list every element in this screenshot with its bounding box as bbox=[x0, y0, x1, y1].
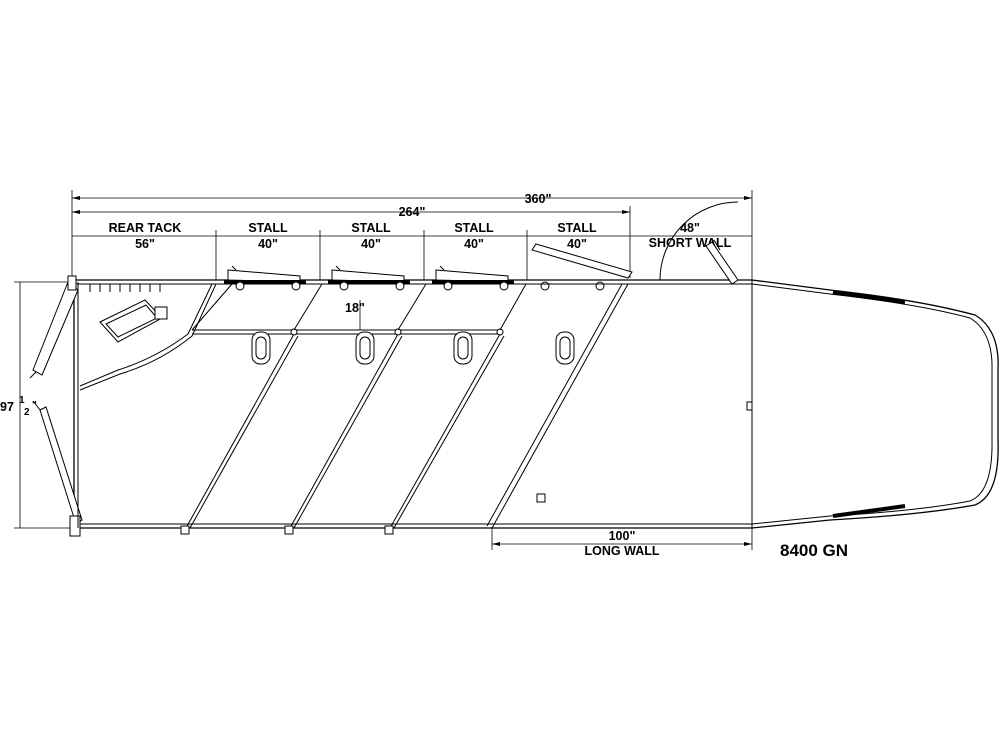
rear-tack-area bbox=[77, 283, 217, 528]
section-size-stall-2: 40" bbox=[361, 237, 381, 251]
section-name-stall-2: STALL bbox=[351, 221, 391, 235]
stall-divider-3 bbox=[384, 283, 505, 535]
long-wall-label: LONG WALL bbox=[585, 544, 660, 558]
stall-window-4 bbox=[555, 331, 575, 365]
stall-window-1 bbox=[251, 331, 271, 365]
divider-gap-label: 18" bbox=[345, 301, 365, 315]
short-wall-size: 48" bbox=[680, 221, 700, 235]
section-size-stall-1: 40" bbox=[258, 237, 278, 251]
overall-dimension: 360" bbox=[71, 190, 753, 280]
stall-divider-1 bbox=[180, 283, 299, 535]
drop-window-1 bbox=[224, 265, 306, 291]
stalls: 18" bbox=[180, 283, 629, 535]
width-fraction-denominator: 2 bbox=[24, 407, 30, 418]
rear-door bbox=[29, 275, 83, 537]
section-size-rear-tack: 56" bbox=[135, 237, 155, 251]
stall-divider-4 bbox=[499, 283, 527, 331]
long-wall-dimension: 100" LONG WALL bbox=[491, 528, 753, 558]
section-name-stall-1: STALL bbox=[248, 221, 288, 235]
drop-window-2 bbox=[328, 265, 410, 291]
width-whole-label: 97 bbox=[0, 400, 14, 414]
section-name-rear-tack: REAR TACK bbox=[109, 221, 182, 235]
stall-window-2 bbox=[355, 331, 375, 365]
section-size-stall-4: 40" bbox=[567, 237, 587, 251]
drop-windows bbox=[224, 243, 633, 291]
section-name-stall-3: STALL bbox=[454, 221, 494, 235]
horse-area-length-label: 264" bbox=[399, 205, 426, 219]
front-slant-wall bbox=[486, 283, 629, 529]
overall-length-label: 360" bbox=[525, 192, 552, 206]
model-label: 8400 GN bbox=[780, 541, 848, 560]
stall-window-3 bbox=[453, 331, 473, 365]
trailer-outline bbox=[70, 278, 999, 536]
section-dimension-line bbox=[72, 230, 752, 280]
width-fraction-numerator: 1 bbox=[19, 395, 25, 406]
section-labels: REAR TACK 56" STALL 40" STALL 40" STALL … bbox=[109, 221, 732, 251]
width-dimension: 97 1 2 " bbox=[0, 281, 70, 529]
long-wall-size: 100" bbox=[609, 529, 636, 543]
section-name-stall-4: STALL bbox=[557, 221, 597, 235]
horse-area-dimension: 264" bbox=[72, 205, 631, 278]
saddle-rack-icon bbox=[99, 299, 168, 343]
short-wall-door bbox=[659, 201, 739, 285]
stall-divider-2 bbox=[284, 283, 403, 535]
width-inch-mark: " bbox=[32, 400, 37, 411]
drop-window-4 bbox=[530, 243, 633, 291]
section-size-stall-3: 40" bbox=[464, 237, 484, 251]
drop-window-3 bbox=[432, 265, 514, 291]
